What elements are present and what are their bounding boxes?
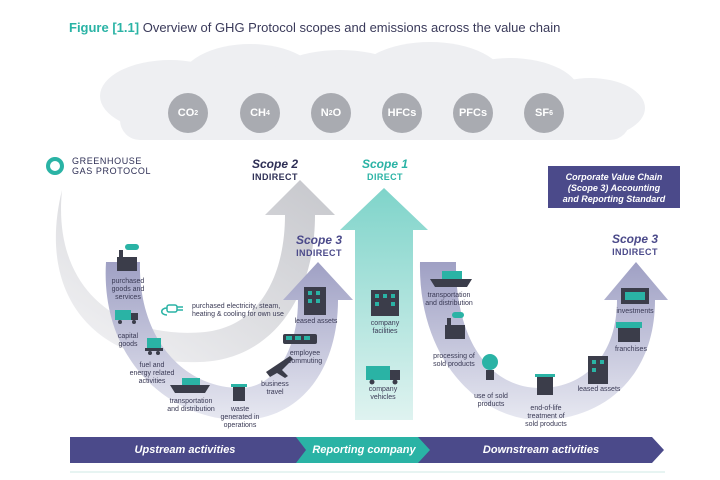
scope3-upstream-arrow: [105, 262, 353, 420]
label-transport-upstream: transportation and distribution: [167, 398, 215, 413]
gas-hfcs: HFCs: [382, 93, 422, 133]
factory-icon: [117, 244, 139, 271]
scope3-downstream-title: Scope 3 INDIRECT: [611, 232, 659, 258]
building-icon-leased-up: [304, 287, 326, 315]
ship-icon-upstream: [170, 378, 210, 393]
band-upstream-label: Upstream activities: [134, 444, 236, 456]
figure-number: Figure [1.1]: [69, 20, 140, 35]
standard-box: Corporate Value Chain (Scope 3) Accounti…: [548, 166, 680, 208]
label-employee-commuting: employee commuting: [287, 350, 323, 365]
ship-icon-downstream: [430, 271, 472, 287]
trash-bin-icon: [231, 384, 247, 401]
label-investments: investments: [616, 308, 654, 315]
scope2-title: Scope 2 INDIRECT: [251, 157, 299, 183]
upstream-band: [70, 437, 310, 463]
train-icon: [283, 334, 317, 344]
label-capital-goods: capital goods: [117, 333, 139, 348]
scope3-upstream-title: Scope 3 INDIRECT: [295, 233, 343, 259]
label-end-of-life: end-of-life treatment of sold products: [525, 405, 567, 428]
ghg-logo-ring-icon: [46, 157, 64, 175]
scope1-title: Scope 1 DIRECT: [361, 157, 409, 183]
figure-title: Figure [1.1] Overview of GHG Protocol sc…: [69, 20, 560, 35]
label-purchased-goods: purchased goods and services: [111, 278, 145, 301]
lightbulb-icon: [482, 354, 498, 380]
label-leased-assets-upstream: leased assets: [294, 318, 338, 325]
downstream-band: [418, 437, 664, 463]
band-downstream-label: Downstream activities: [482, 444, 600, 456]
storefront-icon: [616, 322, 642, 342]
building-icon-leased-down: [588, 356, 608, 384]
band-reporting-label: Reporting company: [312, 444, 416, 456]
building-icon-facilities: [371, 290, 399, 316]
fuel-cart-icon: [145, 338, 163, 355]
truck-icon-vehicles: [366, 366, 400, 385]
label-processing: processing of sold products: [433, 353, 475, 368]
plug-icon: [161, 304, 183, 316]
recycle-bin-icon: [535, 374, 555, 395]
label-leased-assets-downstream: leased assets: [577, 386, 621, 393]
label-company-vehicles: company vehicles: [368, 386, 398, 401]
label-waste: waste generated in operations: [220, 406, 260, 429]
truck-icon-capital: [115, 310, 138, 324]
label-company-facilities: company facilities: [370, 320, 400, 335]
ghg-protocol-logo: GREENHOUSE GAS PROTOCOL: [46, 156, 151, 176]
factory-icon-processing: [445, 312, 465, 339]
label-business-travel: business travel: [261, 381, 289, 396]
figure-title-text: Overview of GHG Protocol scopes and emis…: [142, 20, 561, 35]
label-franchises: franchises: [615, 346, 647, 353]
scope2-arrow: [55, 180, 335, 363]
airplane-icon: [266, 356, 293, 378]
money-icon: [621, 288, 649, 304]
label-fuel-energy: fuel and energy related activities: [129, 362, 175, 385]
reporting-band: [296, 437, 432, 463]
label-transport-downstream: transportation and distribution: [425, 292, 473, 307]
label-purchased-electricity: purchased electricity, steam, heating & …: [192, 303, 284, 318]
label-use-of-sold-products: use of sold products: [474, 393, 508, 408]
gas-pfcs: PFCs: [453, 93, 493, 133]
